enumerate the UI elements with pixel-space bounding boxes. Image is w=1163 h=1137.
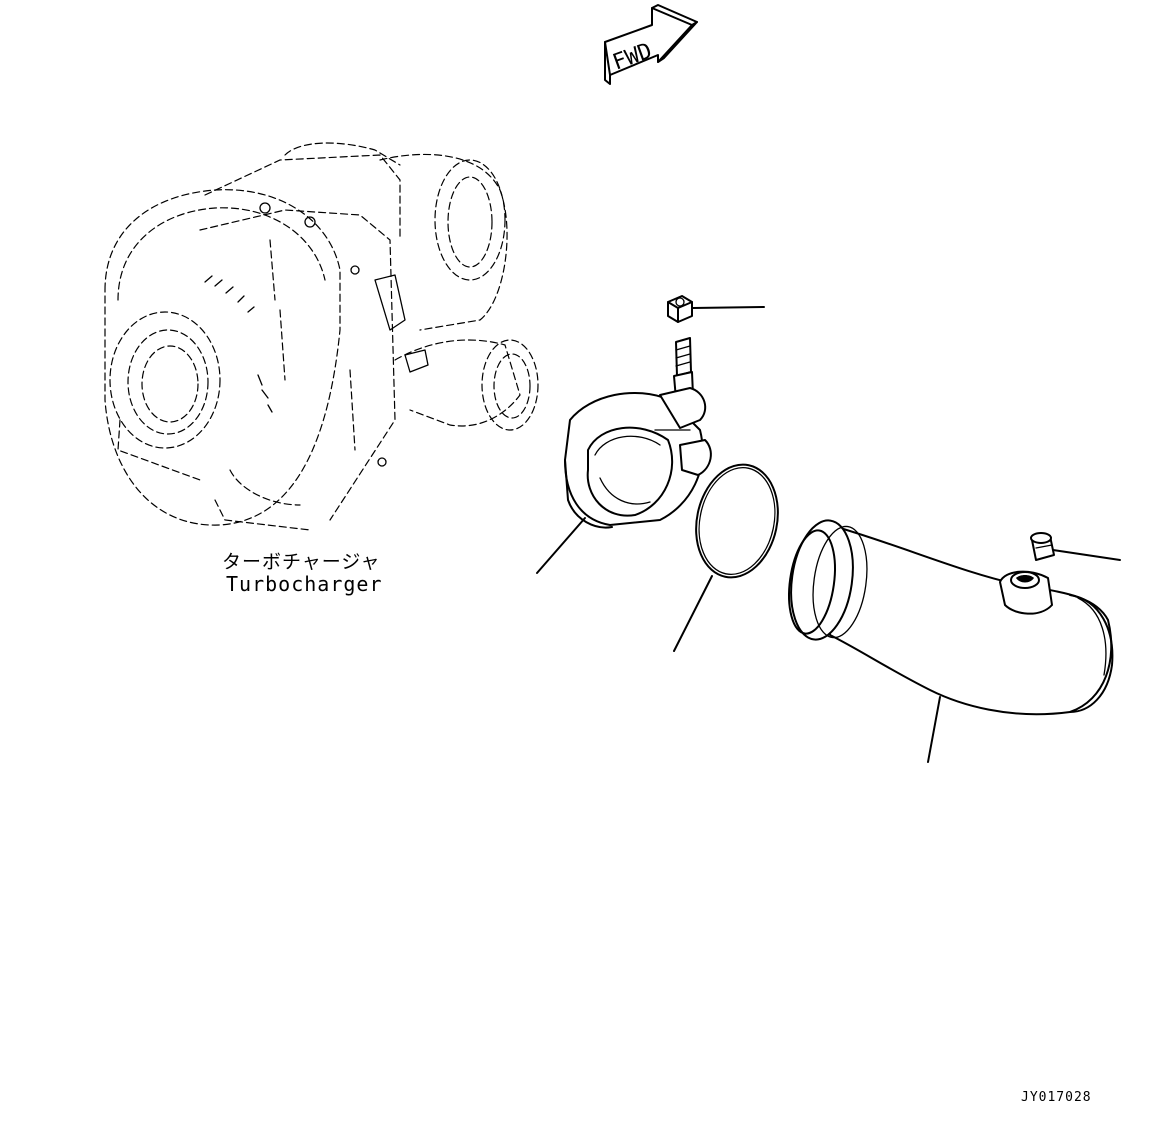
turbocharger-illustration — [104, 142, 539, 531]
gasket-ring-part — [695, 463, 779, 579]
nut-part — [667, 295, 693, 323]
plug-leader-line — [1052, 549, 1121, 561]
elbow-tube-part — [788, 519, 1114, 716]
tube-leader-line — [927, 696, 941, 763]
clamp-leader-line — [536, 517, 586, 574]
figure-code: JY017028 — [1021, 1090, 1092, 1105]
turbocharger-label-english: Turbocharger — [226, 572, 383, 596]
turbocharger-label-japanese: ターボチャージャ — [222, 551, 381, 573]
nut-leader-line — [692, 306, 765, 309]
gasket-leader-line — [673, 575, 713, 652]
housing-logo-icon — [204, 275, 273, 413]
fwd-arrow-icon: FWD — [604, 4, 698, 85]
plug-part — [1030, 532, 1055, 561]
v-band-clamp-part — [564, 337, 712, 529]
